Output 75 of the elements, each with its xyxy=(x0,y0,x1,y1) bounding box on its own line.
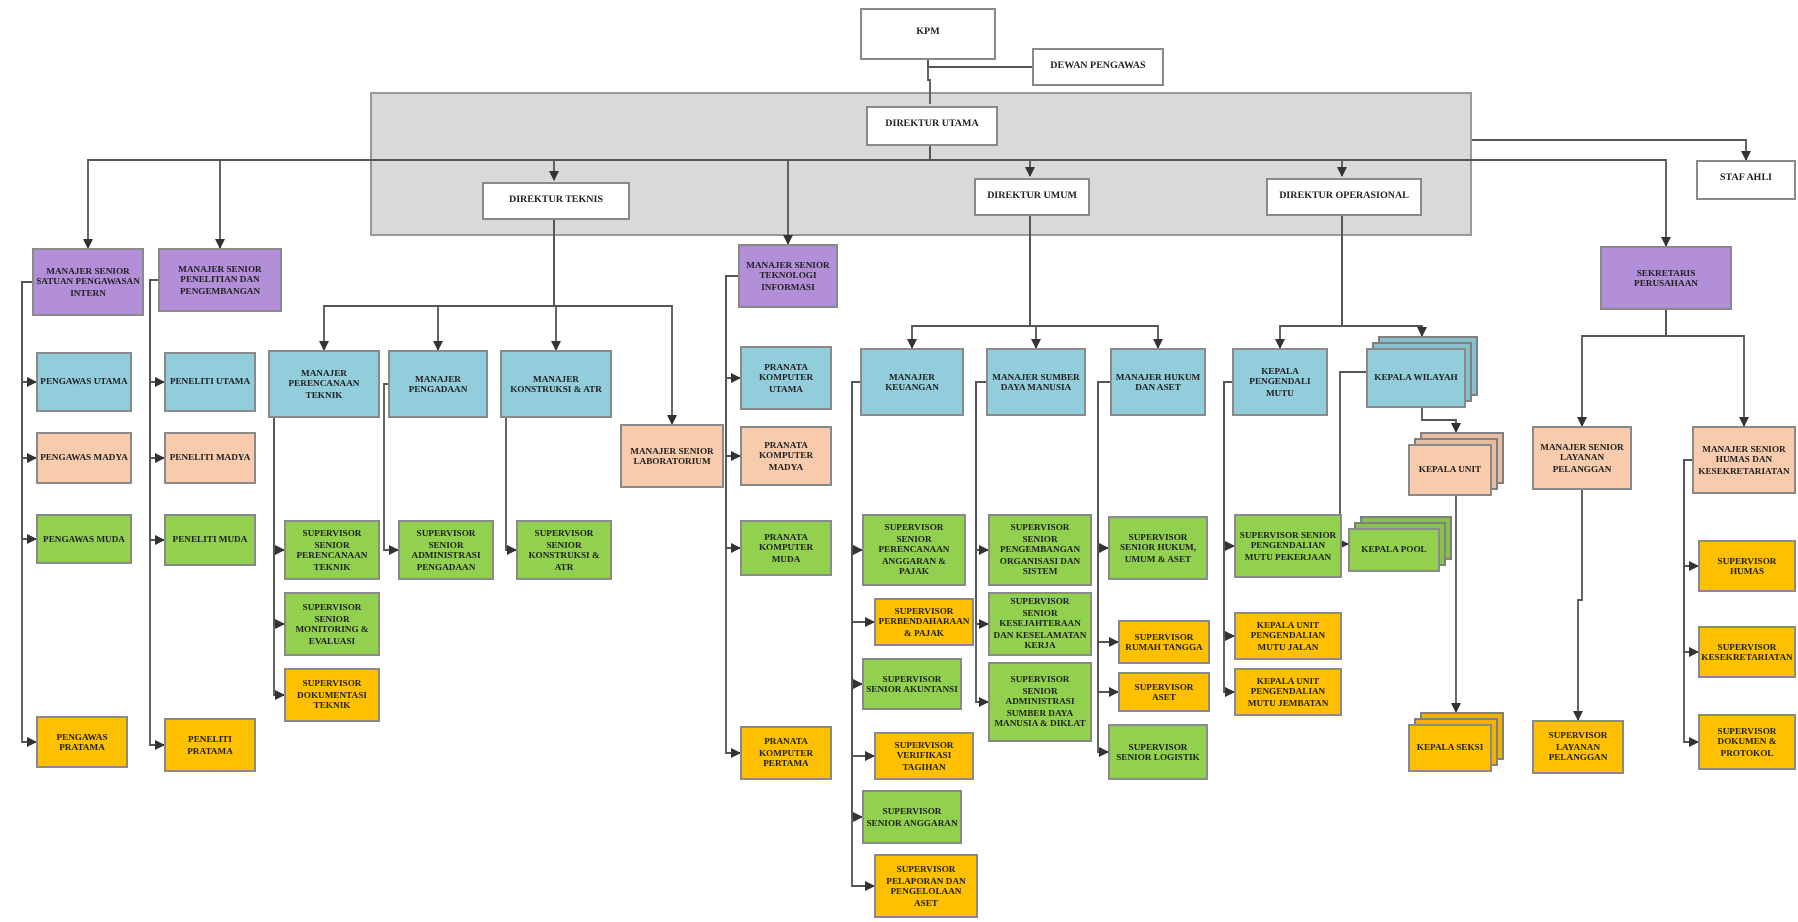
position-box xyxy=(164,432,256,484)
position-box xyxy=(1698,540,1796,592)
connector-arrow xyxy=(149,279,165,750)
position-box xyxy=(1698,714,1796,770)
title-box xyxy=(974,178,1090,216)
connector-arrow xyxy=(851,381,875,891)
position-box xyxy=(1698,626,1796,678)
position-box xyxy=(862,790,962,844)
connector-line xyxy=(927,59,1033,68)
title-box xyxy=(866,106,998,146)
position-box xyxy=(1232,348,1328,416)
position-box xyxy=(388,350,488,418)
position-box xyxy=(620,424,724,488)
position-box xyxy=(860,348,964,416)
stacked-unit-box xyxy=(1408,712,1504,772)
title-box xyxy=(1266,178,1422,216)
position-box xyxy=(284,592,380,656)
position-box xyxy=(516,520,612,580)
position-box xyxy=(988,662,1092,742)
connector-arrow xyxy=(1421,407,1461,433)
position-box xyxy=(740,346,832,410)
position-box xyxy=(398,520,494,580)
position-box xyxy=(158,248,282,312)
position-box xyxy=(500,350,612,418)
position-box xyxy=(1532,720,1624,774)
connector-arrow xyxy=(1683,459,1699,747)
position-box xyxy=(1600,246,1732,310)
stacked-unit-box xyxy=(1348,516,1452,572)
connector-arrow xyxy=(1341,213,1427,337)
position-box xyxy=(1108,724,1208,780)
position-box xyxy=(874,854,978,918)
position-box xyxy=(1234,514,1342,578)
title-box xyxy=(1696,160,1796,200)
position-box xyxy=(740,726,832,780)
position-box xyxy=(1110,348,1206,416)
position-box xyxy=(164,514,256,566)
title-box xyxy=(860,8,996,60)
position-box xyxy=(874,732,974,780)
title-box xyxy=(482,182,630,220)
position-box xyxy=(986,348,1086,416)
position-box xyxy=(284,520,380,580)
position-box xyxy=(862,514,966,586)
position-box xyxy=(738,244,838,308)
connector-arrow xyxy=(1665,309,1749,427)
position-box xyxy=(1234,612,1342,660)
connector-arrow xyxy=(383,383,399,555)
position-box xyxy=(874,598,974,646)
connector-arrow xyxy=(1471,139,1751,161)
position-box xyxy=(164,352,256,412)
position-box xyxy=(1108,516,1208,580)
position-box xyxy=(36,514,132,564)
connector-arrow xyxy=(1097,381,1111,757)
position-box xyxy=(36,432,132,484)
stacked-unit-box xyxy=(1366,336,1478,408)
stacked-unit-box xyxy=(1408,432,1504,496)
position-box xyxy=(1118,672,1210,712)
position-box xyxy=(1532,426,1632,490)
position-box xyxy=(32,248,144,316)
position-box xyxy=(164,718,256,772)
title-box xyxy=(1032,48,1164,86)
connector-arrow xyxy=(1573,489,1583,721)
position-box xyxy=(1118,620,1210,664)
connector-arrow xyxy=(1451,495,1461,713)
connector-arrow xyxy=(21,281,37,747)
position-box xyxy=(1234,668,1342,716)
position-box xyxy=(740,520,832,576)
position-box xyxy=(862,658,962,710)
position-box xyxy=(36,352,132,412)
connector-arrow xyxy=(505,417,517,555)
position-box xyxy=(284,668,380,722)
director-panel xyxy=(370,92,1472,236)
position-box xyxy=(740,426,832,486)
position-box xyxy=(1692,426,1796,494)
position-box xyxy=(36,716,128,768)
position-box xyxy=(268,350,380,418)
